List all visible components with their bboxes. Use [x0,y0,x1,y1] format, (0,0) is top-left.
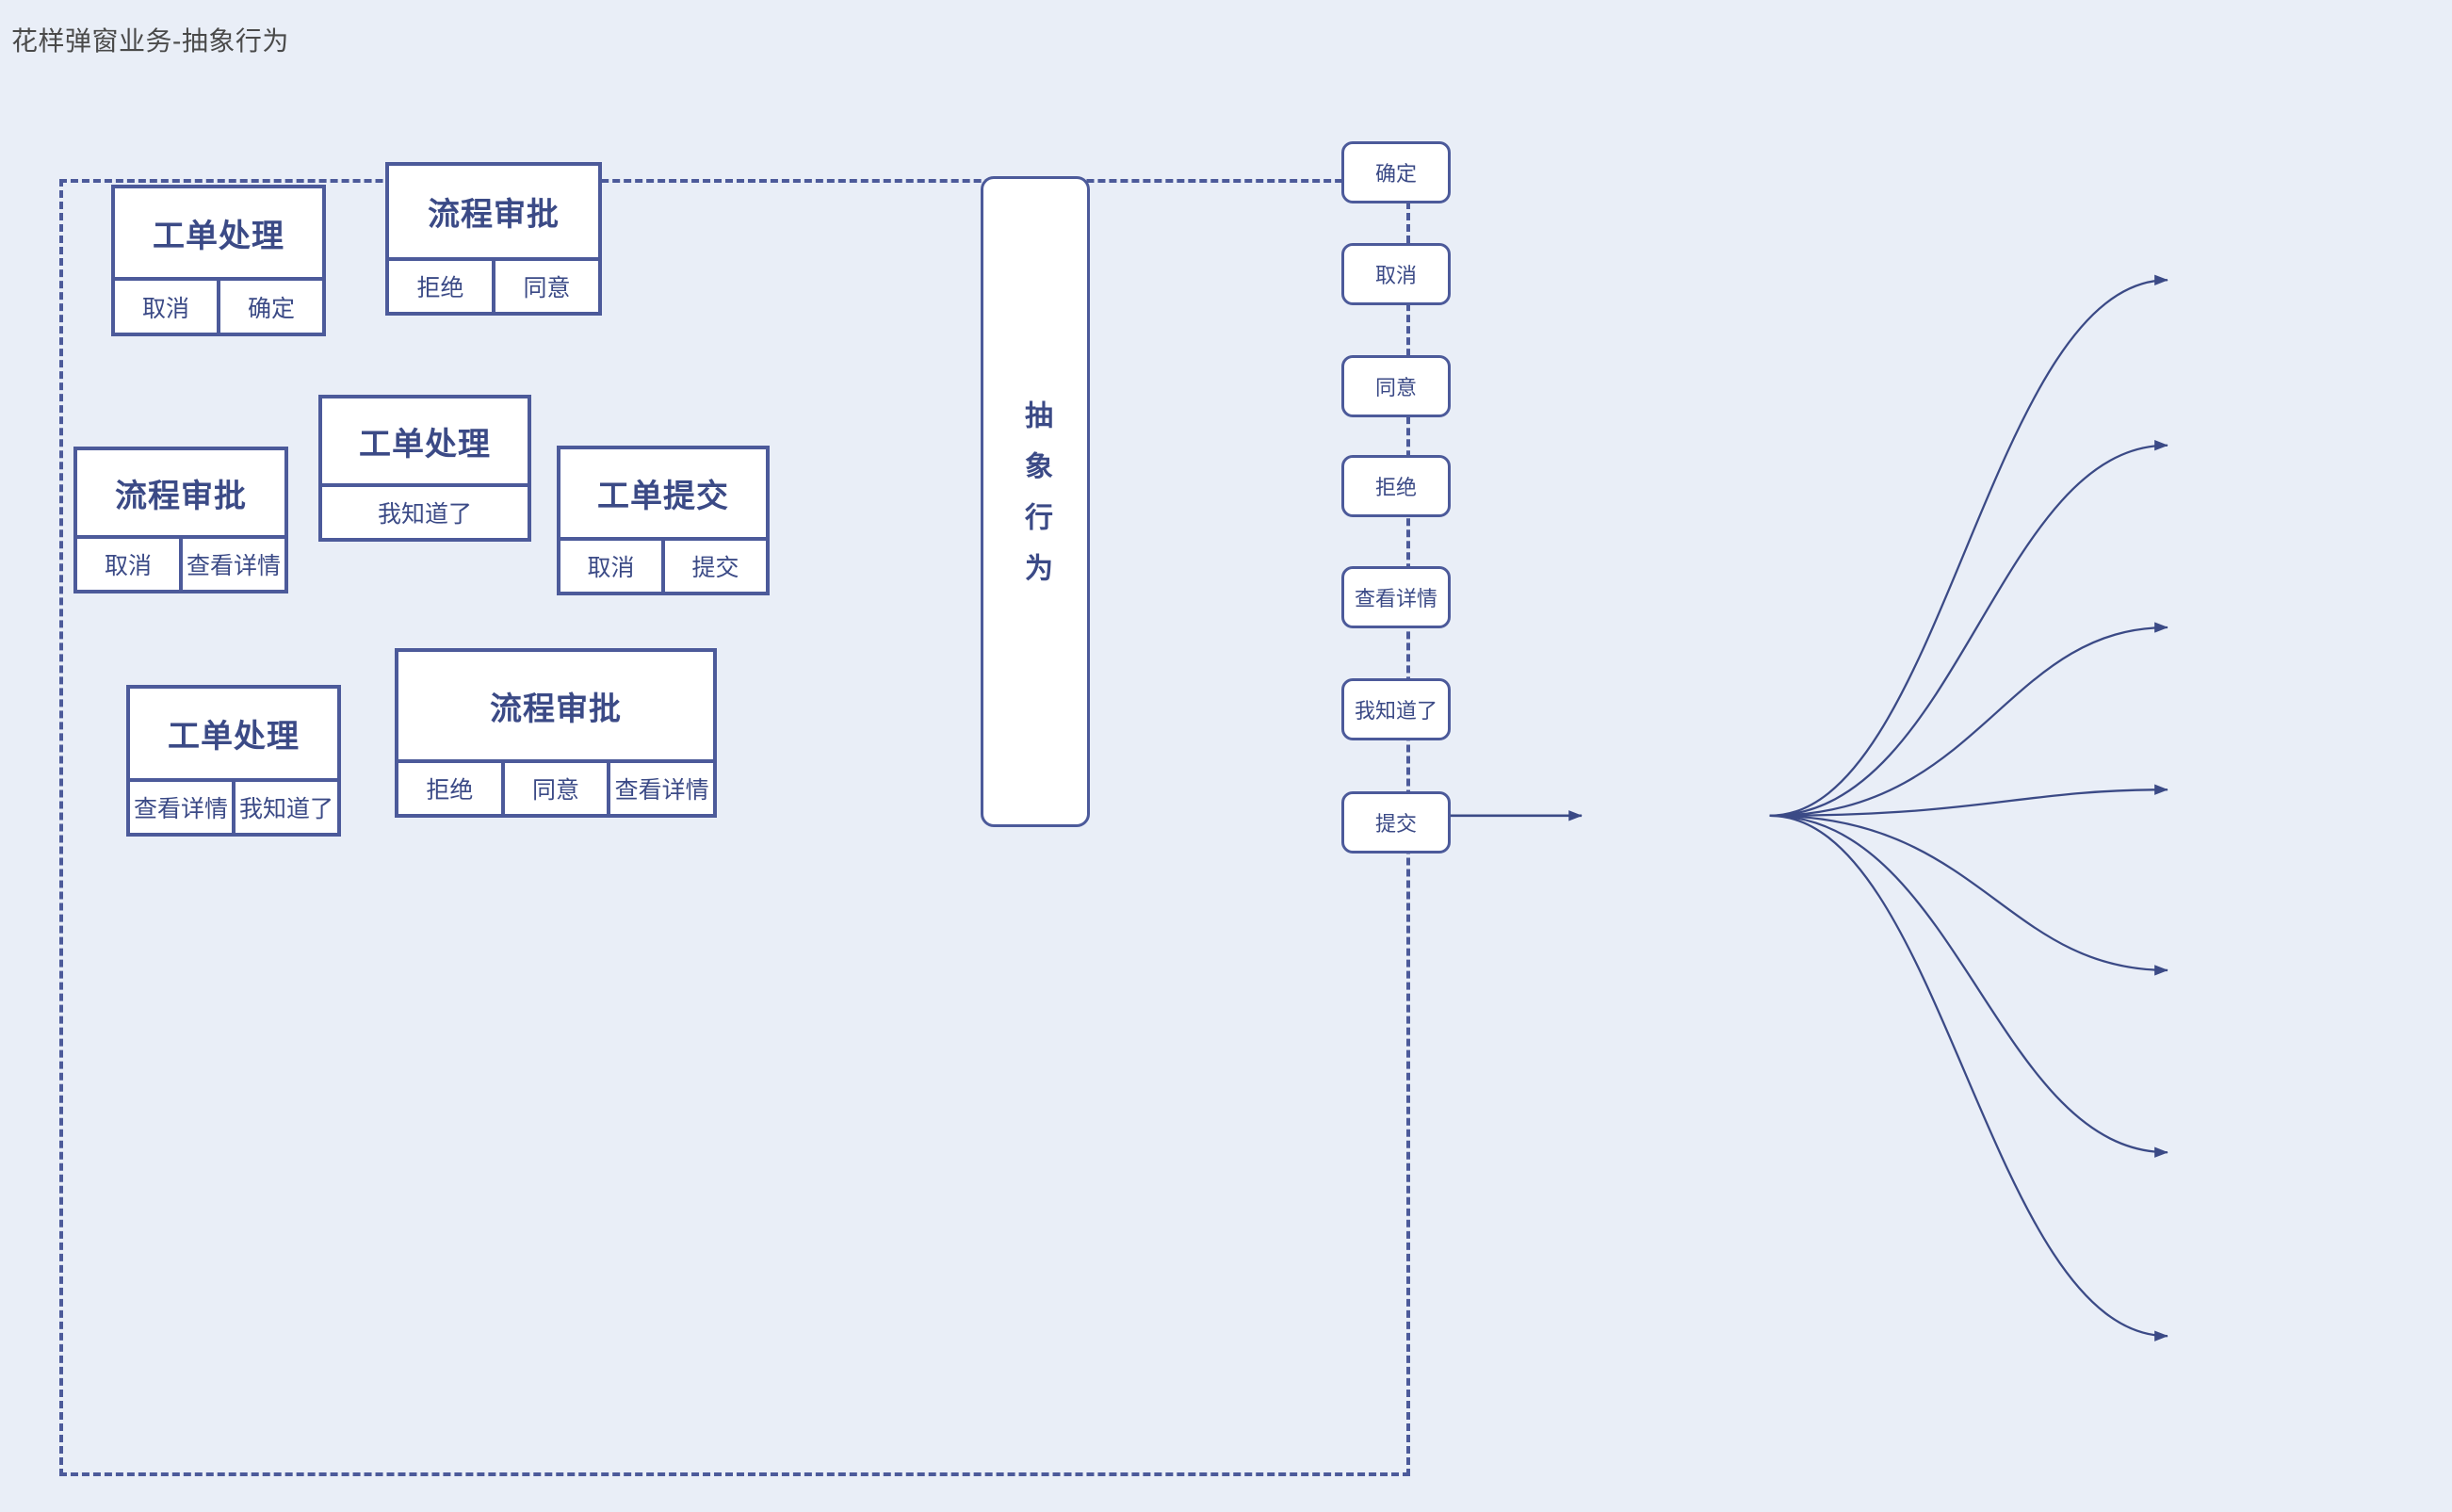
dialog-body: 流程审批 [398,652,713,763]
wire-to-action-3 [1769,784,2168,817]
action-node-submit[interactable]: 提交 [1341,791,1451,854]
dialog-title: 流程审批 [428,197,560,233]
dialog-footer: 取消 查看详情 [77,539,284,590]
dialog-title: 工单提交 [597,479,729,514]
wire-to-action-1 [1769,440,2168,817]
wire-to-action-4 [1769,814,2168,976]
dialog-body: 流程审批 [389,166,598,261]
dialog-footer: 查看详情 我知道了 [130,782,337,833]
dialog-button[interactable]: 我知道了 [232,782,337,833]
dialog-button[interactable]: 提交 [661,541,766,592]
wire-to-action-5 [1769,814,2168,1158]
action-node-confirm[interactable]: 确定 [1341,141,1451,203]
action-node-view-detail[interactable]: 查看详情 [1341,566,1451,628]
dialog-footer: 拒绝 同意 查看详情 [398,763,713,814]
dialog-footer: 拒绝 同意 [389,261,598,312]
dialog-title: 工单处理 [359,426,491,463]
dialog-title: 工单处理 [153,218,284,254]
dialog-button[interactable]: 同意 [500,763,608,814]
dialog-button[interactable]: 查看详情 [179,539,284,590]
wire-to-action-2 [1769,622,2168,817]
dialog-title: 流程审批 [490,691,622,727]
abstract-behavior-node[interactable]: 抽象行为 [981,176,1090,827]
dialog-card[interactable]: 流程审批 拒绝 同意 查看详情 [395,648,717,818]
wire-to-action-6 [1769,814,2168,1341]
dialog-body: 工单提交 [560,449,766,541]
dialog-button[interactable]: 查看详情 [133,796,228,822]
action-node-cancel[interactable]: 取消 [1341,243,1451,305]
action-node-agree[interactable]: 同意 [1341,355,1451,417]
dialog-title: 流程审批 [115,478,247,514]
dialog-button[interactable]: 确定 [217,281,322,333]
dialog-card[interactable]: 流程审批 拒绝 同意 [385,162,602,316]
dialog-button[interactable]: 拒绝 [426,777,474,804]
action-node-reject[interactable]: 拒绝 [1341,455,1451,517]
dialog-button[interactable]: 拒绝 [416,275,464,301]
dialog-card[interactable]: 工单处理 我知道了 [318,395,531,542]
dialog-title: 工单处理 [168,719,300,755]
dialog-button[interactable]: 我知道了 [377,501,472,528]
dialog-button[interactable]: 取消 [587,555,635,581]
dialog-button[interactable]: 同意 [492,261,598,312]
dialog-button[interactable]: 查看详情 [607,763,713,814]
dialog-card[interactable]: 工单提交 取消 提交 [557,446,770,595]
dialog-footer: 我知道了 [322,487,528,538]
dialog-footer: 取消 确定 [115,281,322,333]
dialog-card[interactable]: 工单处理 查看详情 我知道了 [126,685,341,837]
dialog-body: 工单处理 [322,398,528,487]
wire-to-action-0 [1769,274,2168,817]
abstract-behavior-label: 抽象行为 [1020,399,1051,604]
dialog-body: 工单处理 [130,689,337,782]
action-node-acknowledge[interactable]: 我知道了 [1341,678,1451,740]
page-title: 花样弹窗业务-抽象行为 [11,26,289,56]
dialog-card[interactable]: 工单处理 取消 确定 [111,185,326,336]
dialog-body: 工单处理 [115,188,322,281]
dialog-card[interactable]: 流程审批 取消 查看详情 [73,447,288,593]
dialog-button[interactable]: 取消 [104,553,152,579]
dialog-body: 流程审批 [77,450,284,539]
dialog-footer: 取消 提交 [560,541,766,592]
dialog-button[interactable]: 取消 [141,295,189,322]
